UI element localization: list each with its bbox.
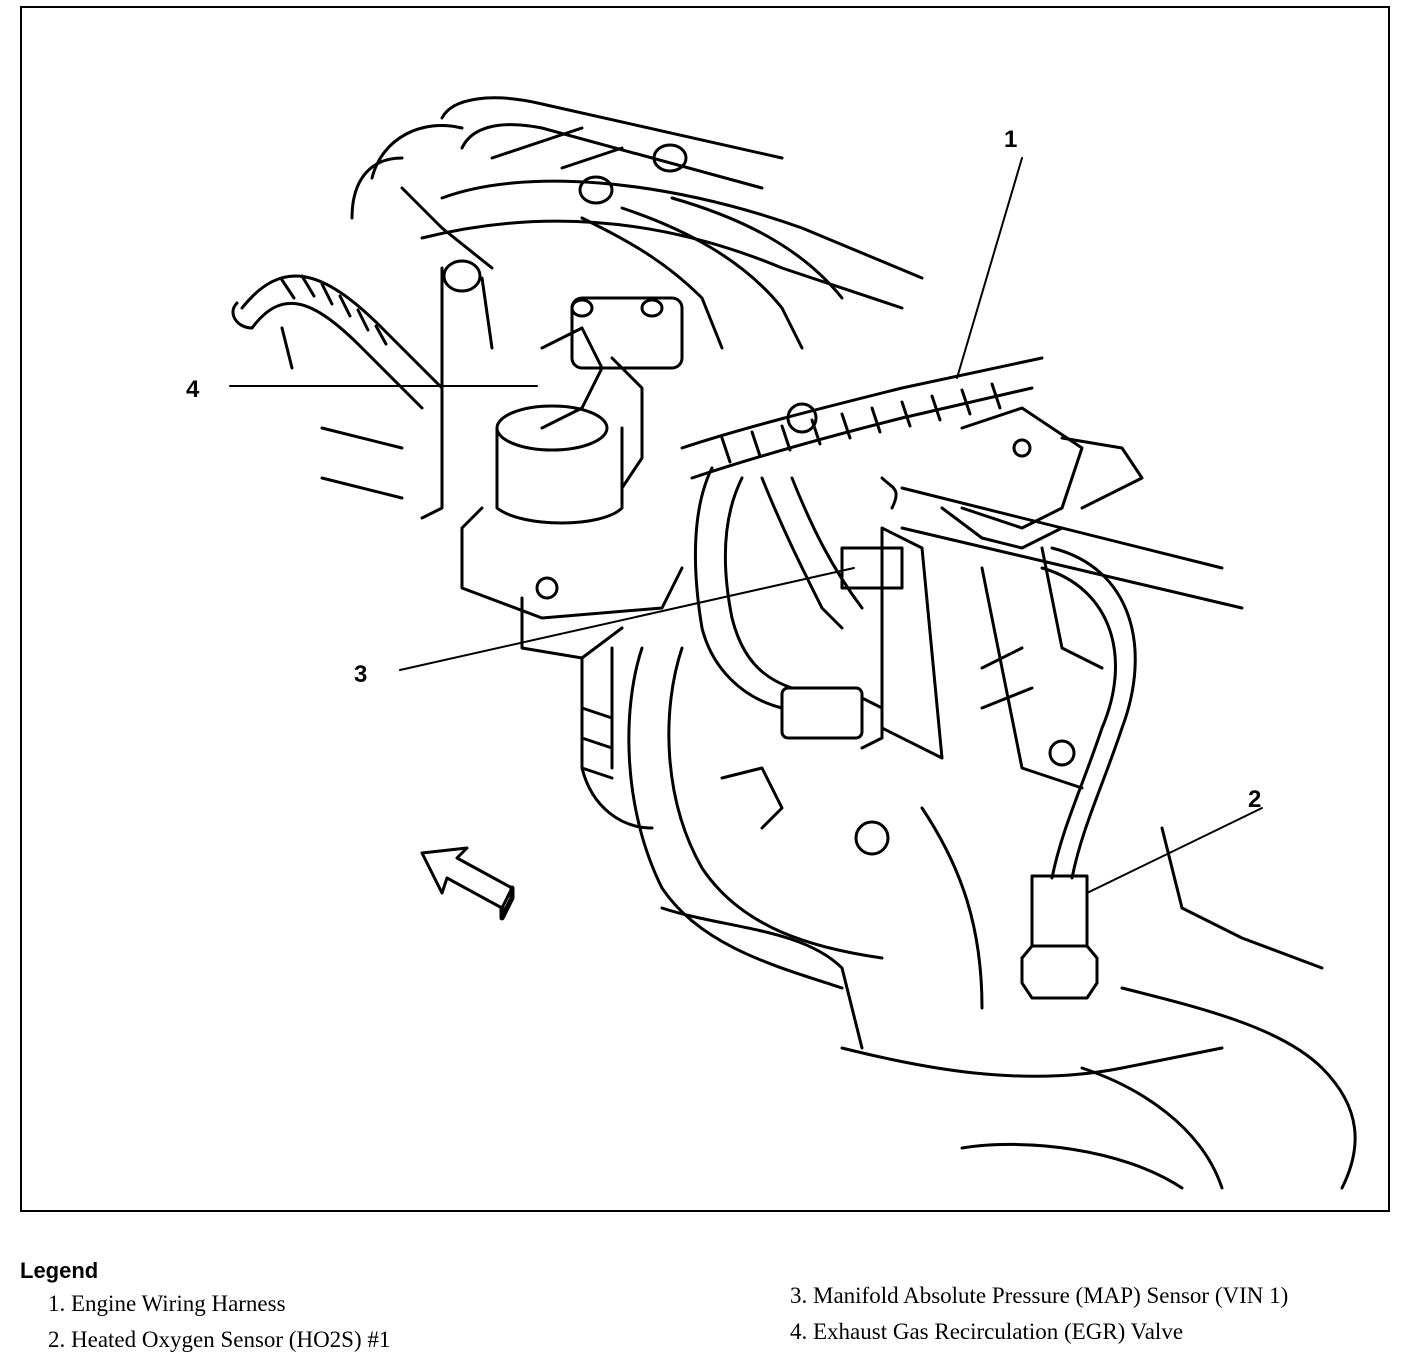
legend-column-right: 3. Manifold Absolute Pressure (MAP) Sens…: [790, 1278, 1288, 1350]
engine-line-drawing: [229, 96, 1357, 1190]
right-bracket: [880, 406, 1144, 670]
leader-line-3: [399, 567, 855, 671]
lower-block: [320, 426, 1357, 1190]
callout-3: 3: [354, 661, 368, 688]
leader-lines: [229, 157, 1263, 894]
leader-line-2: [1086, 807, 1263, 894]
legend-item-2: 2. Heated Oxygen Sensor (HO2S) #1: [48, 1327, 391, 1352]
oxygen-sensor-drawing: [1020, 546, 1137, 1000]
egr-valve-drawing: [420, 296, 684, 660]
legend-item-4: 4. Exhaust Gas Recirculation (EGR) Valve: [790, 1319, 1184, 1344]
leader-line-1: [956, 157, 1023, 379]
callout-2: 2: [1248, 786, 1262, 813]
callout-4: 4: [186, 376, 200, 403]
upper-intake-tubes: [350, 96, 784, 293]
map-sensor-drawing: [780, 526, 944, 760]
legend-item-1: 1. Engine Wiring Harness: [48, 1291, 286, 1316]
figure-frame: 1 2 3 4: [20, 6, 1390, 1212]
callout-1: 1: [1004, 126, 1018, 153]
left-harness: [231, 274, 444, 410]
legend-column-left: 1. Engine Wiring Harness 2. Heated Oxyge…: [48, 1286, 390, 1358]
legend-title: Legend: [20, 1258, 99, 1283]
legend: Legend 1. Engine Wiring Harness 2. Heate…: [20, 1258, 1410, 1352]
engine-wiring-harness-drawing: [680, 356, 1044, 710]
direction-arrow-icon: [420, 846, 515, 921]
legend-item-3: 3. Manifold Absolute Pressure (MAP) Sens…: [790, 1283, 1289, 1308]
intake-manifold: [420, 179, 924, 390]
